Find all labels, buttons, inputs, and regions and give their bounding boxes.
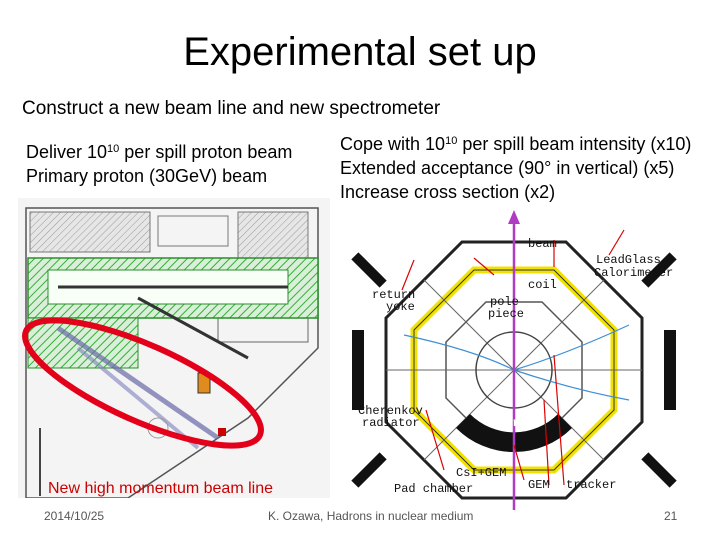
left-bullets: Deliver 1010 per spill proton beam Prima…: [26, 140, 292, 188]
spectrometer-diagram: beam LeadGlass Calorimeter coil return y…: [338, 210, 692, 510]
label-pole-piece-2: piece: [488, 307, 524, 321]
left-bullet-1: Deliver 1010 per spill proton beam: [26, 142, 293, 162]
beamline-caption: New high momentum beam line: [48, 480, 273, 497]
footer-center: K. Ozawa, Hadrons in nuclear medium: [268, 509, 474, 523]
label-tracker: tracker: [566, 478, 616, 492]
footer-date: 2014/10/25: [44, 509, 105, 523]
label-gem: GEM: [528, 478, 550, 492]
right-bullet-2: Extended acceptance (90° in vertical) (x…: [340, 158, 675, 178]
beamline-drawing: [18, 198, 330, 498]
label-cherenkov-2: radiator: [362, 416, 420, 430]
label-return-yoke-1: return: [372, 288, 415, 302]
label-target: Target: [498, 416, 541, 430]
highlight-ring: [22, 317, 264, 449]
right-bullet-1: Cope with 1010 per spill beam intensity …: [340, 134, 692, 154]
label-csi-gem: CsI+GEM: [456, 466, 506, 480]
beam-arrow-icon: [508, 210, 520, 224]
right-bullets: Cope with 1010 per spill beam intensity …: [340, 132, 691, 204]
label-pole-piece-1: pole: [490, 295, 519, 309]
page-number: 21: [664, 509, 678, 523]
label-beam: beam: [528, 237, 557, 251]
label-pad-chamber: Pad chamber: [394, 482, 473, 496]
left-bullet-2: Primary proton (30GeV) beam: [26, 166, 268, 186]
label-coil: coil: [528, 278, 557, 292]
page-title: Experimental set up: [183, 30, 537, 74]
label-cherenkov-1: Cherenkov: [358, 404, 423, 418]
slide-subtitle: Construct a new beam line and new spectr…: [22, 98, 441, 119]
label-return-yoke-2: yoke: [386, 300, 415, 314]
label-leadglass-1: LeadGlass: [596, 253, 661, 267]
label-leadglass-2: Calorimeter: [594, 266, 673, 280]
right-bullet-3: Increase cross section (x2): [340, 182, 556, 202]
